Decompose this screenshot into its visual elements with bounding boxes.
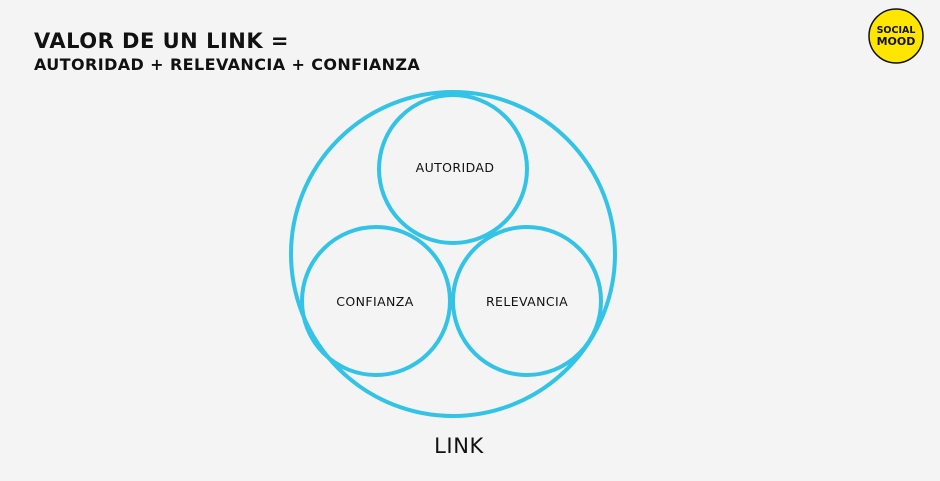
label-autoridad: AUTORIDAD (416, 160, 495, 175)
title-block: VALOR DE UN LINK = AUTORIDAD + RELEVANCI… (34, 28, 420, 76)
logo-line-1: SOCIAL (877, 25, 916, 36)
logo-line-2: MOOD (877, 35, 916, 48)
label-link: LINK (434, 434, 484, 458)
circle-autoridad (377, 93, 529, 245)
label-confianza: CONFIANZA (336, 294, 413, 309)
slide-title: VALOR DE UN LINK = (34, 29, 290, 53)
circle-relevancia (451, 225, 603, 377)
social-mood-logo-icon: SOCIAL MOOD (868, 8, 924, 64)
outer-link-circle (289, 90, 617, 418)
circle-confianza (300, 225, 452, 377)
slide-subtitle: AUTORIDAD + RELEVANCIA + CONFIANZA (34, 55, 421, 74)
label-relevancia: RELEVANCIA (486, 294, 568, 309)
